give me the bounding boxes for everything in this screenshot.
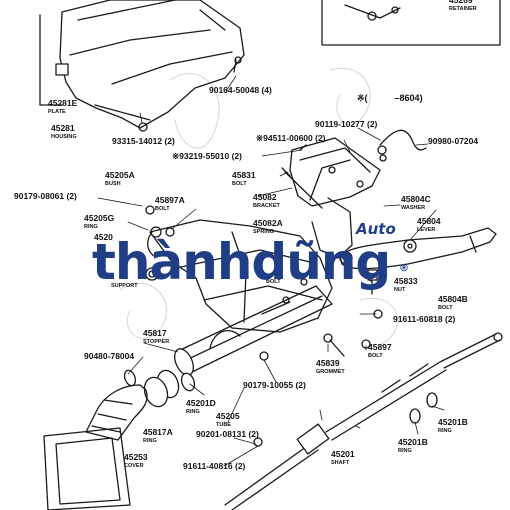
part-code: 45201B — [398, 437, 428, 447]
part-code: 90179-10055 (2) — [243, 380, 306, 390]
part-name: RING — [398, 448, 412, 454]
part-name: RING — [84, 224, 98, 230]
part-name: BOLT — [155, 206, 170, 212]
part-name: BOLT — [232, 181, 247, 187]
part-name: BUSH — [105, 181, 121, 187]
part-code: 45804 — [417, 216, 441, 226]
cable — [379, 129, 427, 151]
part-code: ※94511-00600 (2) — [256, 133, 326, 143]
part-name: NUT — [394, 287, 406, 293]
part-code: 90119-10277 (2) — [315, 119, 378, 129]
part-code: 45817 — [143, 328, 167, 338]
part-code: 45082A — [253, 218, 283, 228]
part-code: 90179-08061 (2) — [14, 191, 77, 201]
part-code: 45201B — [438, 417, 468, 427]
part-code: 45833 — [394, 276, 418, 286]
part-code: 90164-50048 (4) — [209, 85, 272, 95]
part-code: 45281 — [51, 123, 75, 133]
part-code: 45201D — [186, 398, 216, 408]
part-name: BRACKET — [253, 203, 280, 209]
part-code: 45205A — [105, 170, 135, 180]
part-code: 91611-40816 (2) — [183, 461, 246, 471]
part-name: WASHER — [401, 205, 426, 211]
part-name: RING — [143, 438, 157, 444]
part-name: HOUSING — [51, 134, 77, 140]
part-name: TUBE — [216, 422, 231, 428]
part-name: RING — [186, 409, 200, 415]
part-code: 45897 — [368, 342, 392, 352]
part-name: BOLT — [266, 279, 281, 285]
retainer-frame — [321, 0, 501, 46]
part-code: 45281E — [48, 98, 78, 108]
part-code: 45253 — [124, 452, 148, 462]
part-code: 45839 — [316, 358, 340, 368]
part-code: 90980-07204 — [428, 136, 479, 146]
part-code: 45082 — [253, 192, 277, 202]
part-code: 4520 — [94, 232, 113, 242]
part-code: 45897A — [155, 195, 185, 205]
leader-lines — [97, 75, 445, 467]
part-code: 45205G — [84, 213, 115, 223]
part-code: 45269 — [449, 0, 473, 5]
part-code: ※93219-55010 (2) — [172, 151, 242, 161]
part-code: 90201-08131 (2) — [196, 429, 259, 439]
lever — [339, 227, 497, 270]
part-name: RING — [438, 428, 452, 434]
boot-cover — [43, 384, 148, 510]
part-name: STOPPER — [143, 339, 170, 345]
background-watermark-sketch — [119, 67, 398, 346]
brand-watermark-logo: thànhdũng — [92, 233, 391, 291]
part-name: SPRING — [253, 229, 275, 235]
part-name: PLATE — [48, 109, 66, 115]
part-name: SHAFT — [331, 460, 350, 466]
part-name: BOLT — [368, 353, 383, 359]
date-range-note: ※( –8604) — [357, 93, 423, 103]
registered-mark: ® — [399, 263, 409, 274]
part-code: 45205 — [216, 411, 240, 421]
brand-watermark-sub: Auto — [356, 220, 396, 238]
part-name: GROMMET — [316, 369, 345, 375]
column-support — [147, 219, 333, 333]
part-code: 45804B — [438, 294, 468, 304]
part-code: 91611-60818 (2) — [393, 314, 456, 324]
part-name: LEVER — [417, 227, 436, 233]
part-name: BOLT — [438, 305, 453, 311]
part-code: 45804C — [401, 194, 431, 204]
part-name: COVER — [124, 463, 144, 469]
part-code: 45817A — [143, 427, 173, 437]
part-code: 90480-78004 — [84, 351, 135, 361]
upper-housing — [55, 0, 245, 129]
part-code: 45831 — [232, 170, 256, 180]
part-code: 45201 — [331, 449, 355, 459]
part-code: 93315-14012 (2) — [112, 136, 175, 146]
part-name: RETAINER — [449, 6, 477, 12]
steering-shaft — [224, 332, 503, 510]
column-tube — [173, 285, 333, 376]
part-name: SUPPORT — [111, 283, 138, 289]
